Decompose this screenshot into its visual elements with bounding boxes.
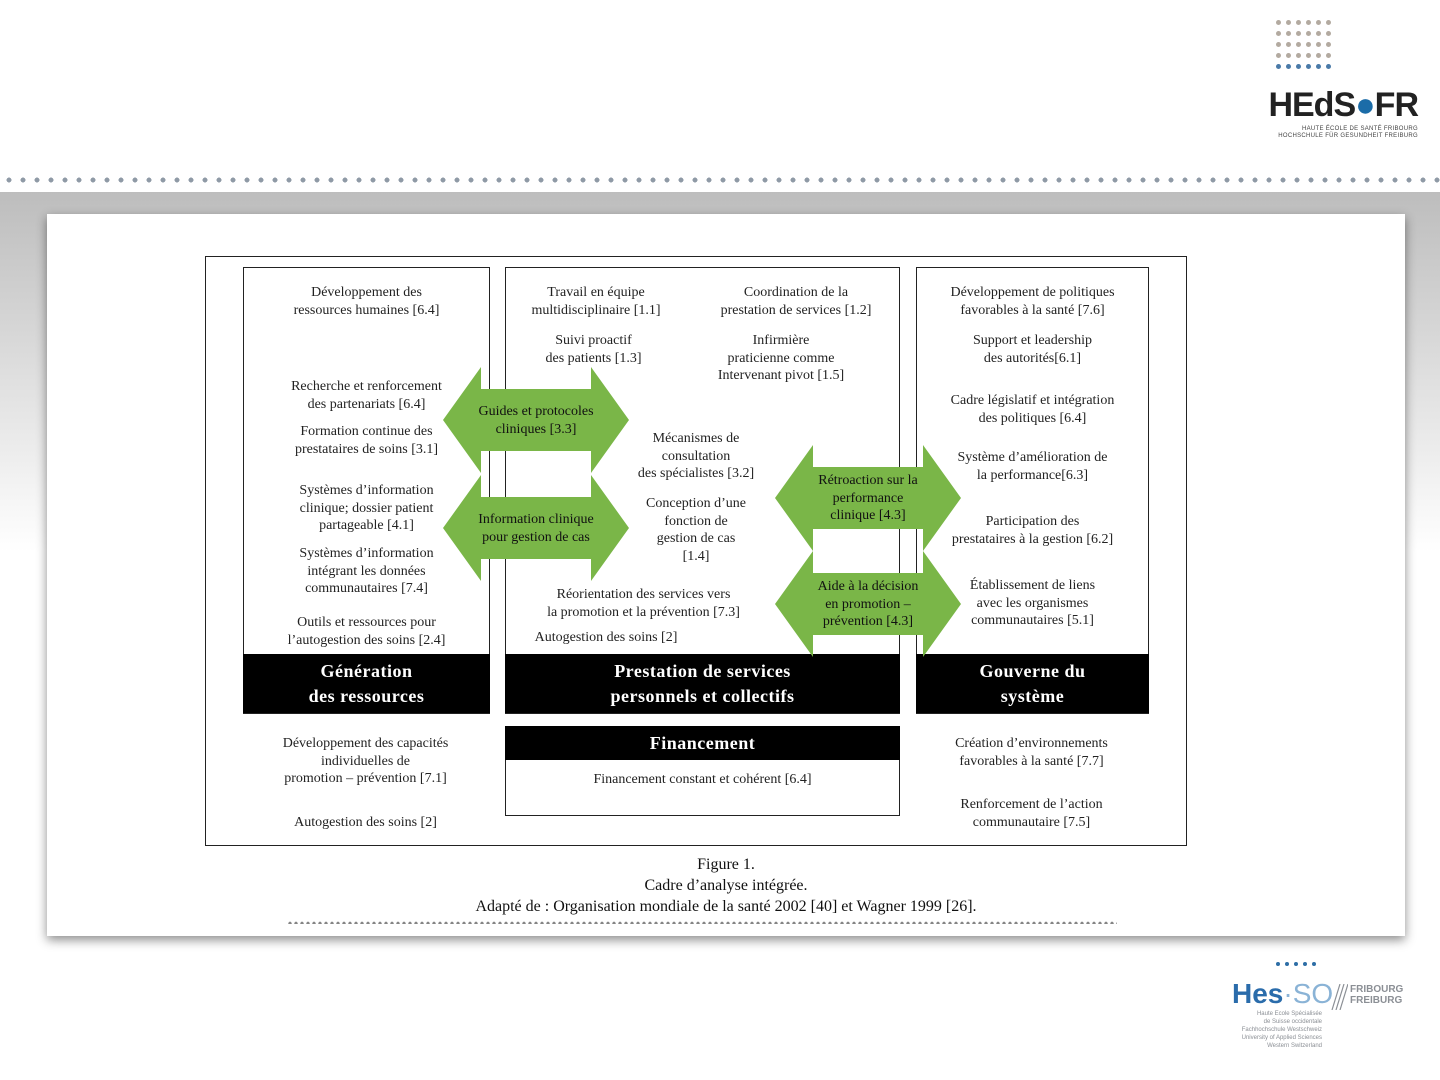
logo-subtitle: HAUTE ÉCOLE DE SANTÉ FRIBOURG HOCHSCHULE… bbox=[1278, 126, 1418, 139]
double-arrow-icon bbox=[443, 475, 629, 581]
logo-wordmark: HEdS●FR bbox=[1268, 86, 1419, 124]
dotted-divider bbox=[0, 176, 1440, 184]
double-arrow-icon bbox=[443, 367, 629, 473]
header-financing: Financement bbox=[505, 726, 900, 760]
double-arrow-icon bbox=[775, 551, 961, 657]
heds-fr-logo: HEdS●FR HAUTE ÉCOLE DE SANTÉ FRIBOURG HO… bbox=[1248, 20, 1419, 145]
financing-text: Financement constant et cohérent [6.4] bbox=[593, 772, 812, 787]
figure-caption-number: Figure 1. bbox=[697, 856, 755, 873]
cropped-text-line bbox=[287, 914, 1117, 924]
figure-caption-title: Cadre d’analyse intégrée. bbox=[644, 877, 808, 894]
financing-box: Financement Financement constant et cohé… bbox=[505, 726, 900, 816]
item-self-management-below: Autogestion des soins [2] bbox=[294, 815, 437, 830]
item-self-management: Autogestion des soins [2] bbox=[534, 630, 678, 645]
hes-so-wordmark: Hes·SO bbox=[1232, 978, 1334, 1009]
logo-dots-icon bbox=[1276, 962, 1316, 966]
figure-caption-source: Adapté de : Organisation mondiale de la … bbox=[475, 898, 977, 915]
slashes-icon bbox=[1331, 984, 1348, 1010]
logo-dots-icon bbox=[1276, 20, 1336, 74]
double-arrow-icon bbox=[775, 445, 961, 551]
